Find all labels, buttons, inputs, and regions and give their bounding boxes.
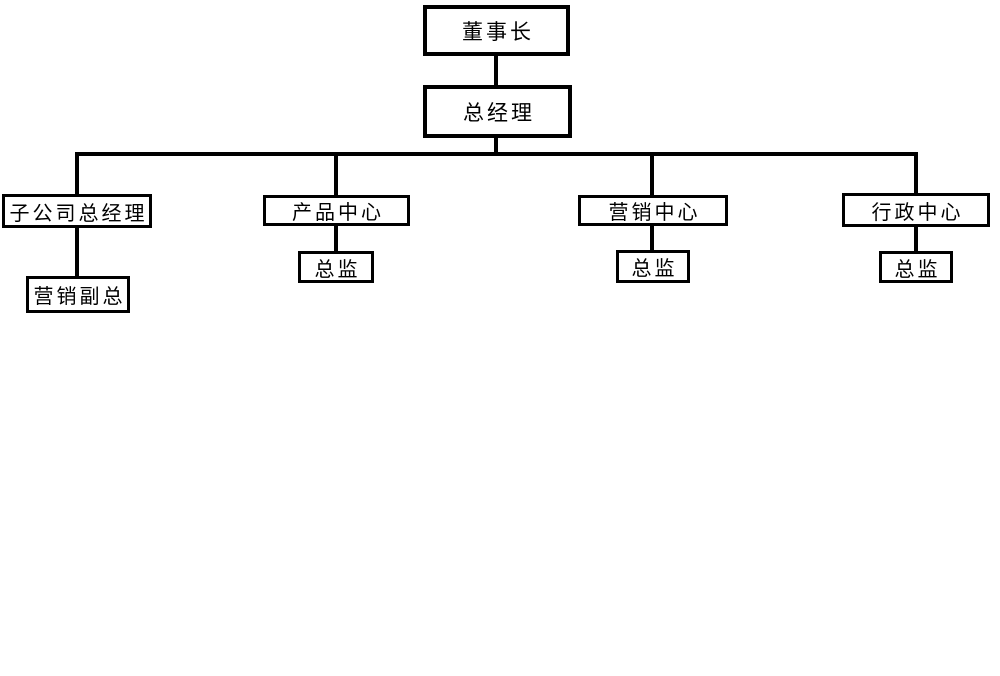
connector-subsidiary-to-marketing-vp: [75, 228, 79, 276]
node-subsidiary-gm: 子公司总经理: [2, 194, 152, 228]
connector-chairman-to-gm: [494, 56, 498, 85]
node-general-manager: 总经理: [423, 85, 572, 138]
connector-gm-to-bus: [494, 138, 498, 155]
connector-marketing-to-director: [650, 226, 654, 250]
connector-product-to-director: [334, 226, 338, 251]
node-marketing-center: 营销中心: [578, 195, 728, 226]
node-product-director: 总监: [298, 251, 374, 283]
node-marketing-vp: 营销副总: [26, 276, 130, 313]
connector-bus-to-marketing-center: [650, 152, 654, 195]
connector-bus-to-admin-center: [914, 152, 918, 193]
node-admin-center: 行政中心: [842, 193, 990, 227]
node-chairman: 董事长: [423, 5, 570, 56]
connector-admin-to-director: [914, 227, 918, 251]
connector-bus-to-product-center: [334, 152, 338, 195]
connector-bus-to-subsidiary-gm: [75, 152, 79, 194]
node-marketing-director: 总监: [616, 250, 690, 283]
node-admin-director: 总监: [879, 251, 953, 283]
node-product-center: 产品中心: [263, 195, 410, 226]
connector-horizontal-bus: [75, 152, 918, 156]
